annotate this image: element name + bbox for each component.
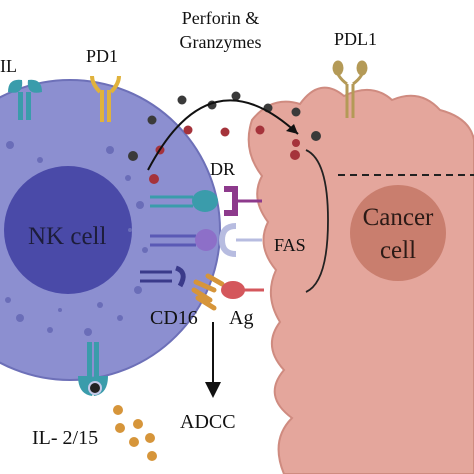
cd16-label: CD16 <box>150 307 198 329</box>
perforin-arrow <box>147 99 299 171</box>
cancer-cell-label-line1: Cancer <box>362 204 434 231</box>
perforin-arrowhead <box>286 124 298 134</box>
perforin-label-line1: Perforin & <box>181 8 260 28</box>
cd16-antibody-complex <box>140 265 264 311</box>
pd1-receptor <box>90 75 121 122</box>
fas-receptor <box>150 223 262 257</box>
fas-label: FAS <box>274 235 306 255</box>
nk-cell-label: NK cell <box>28 223 107 250</box>
nk-cell-vesicles <box>5 141 148 336</box>
ag-label: Ag <box>229 307 254 329</box>
il-2-15-label: IL- 2/15 <box>32 427 99 449</box>
cancer-cell-body <box>247 86 474 474</box>
perforin-label-line2: Granzymes <box>179 32 262 52</box>
dr-receptor <box>150 186 262 216</box>
il-2-15-molecules <box>113 405 157 461</box>
il-2-15-receptor <box>78 342 108 396</box>
adcc-arrowhead <box>205 382 221 398</box>
il-label: IL <box>0 56 17 76</box>
cancer-cell-label-line2: cell <box>379 237 417 264</box>
pd1-label: PD1 <box>86 46 119 66</box>
adcc-label: ADCC <box>180 411 236 433</box>
il-receptor <box>8 79 42 120</box>
dr-label: DR <box>210 159 236 179</box>
granules-red <box>149 125 300 184</box>
pdl1-label: PDL1 <box>334 29 378 49</box>
pdl1-receptor <box>332 60 368 118</box>
nk-cell-nucleus <box>4 166 132 294</box>
bracket <box>305 149 329 293</box>
cancer-cell-nucleus <box>350 185 446 281</box>
